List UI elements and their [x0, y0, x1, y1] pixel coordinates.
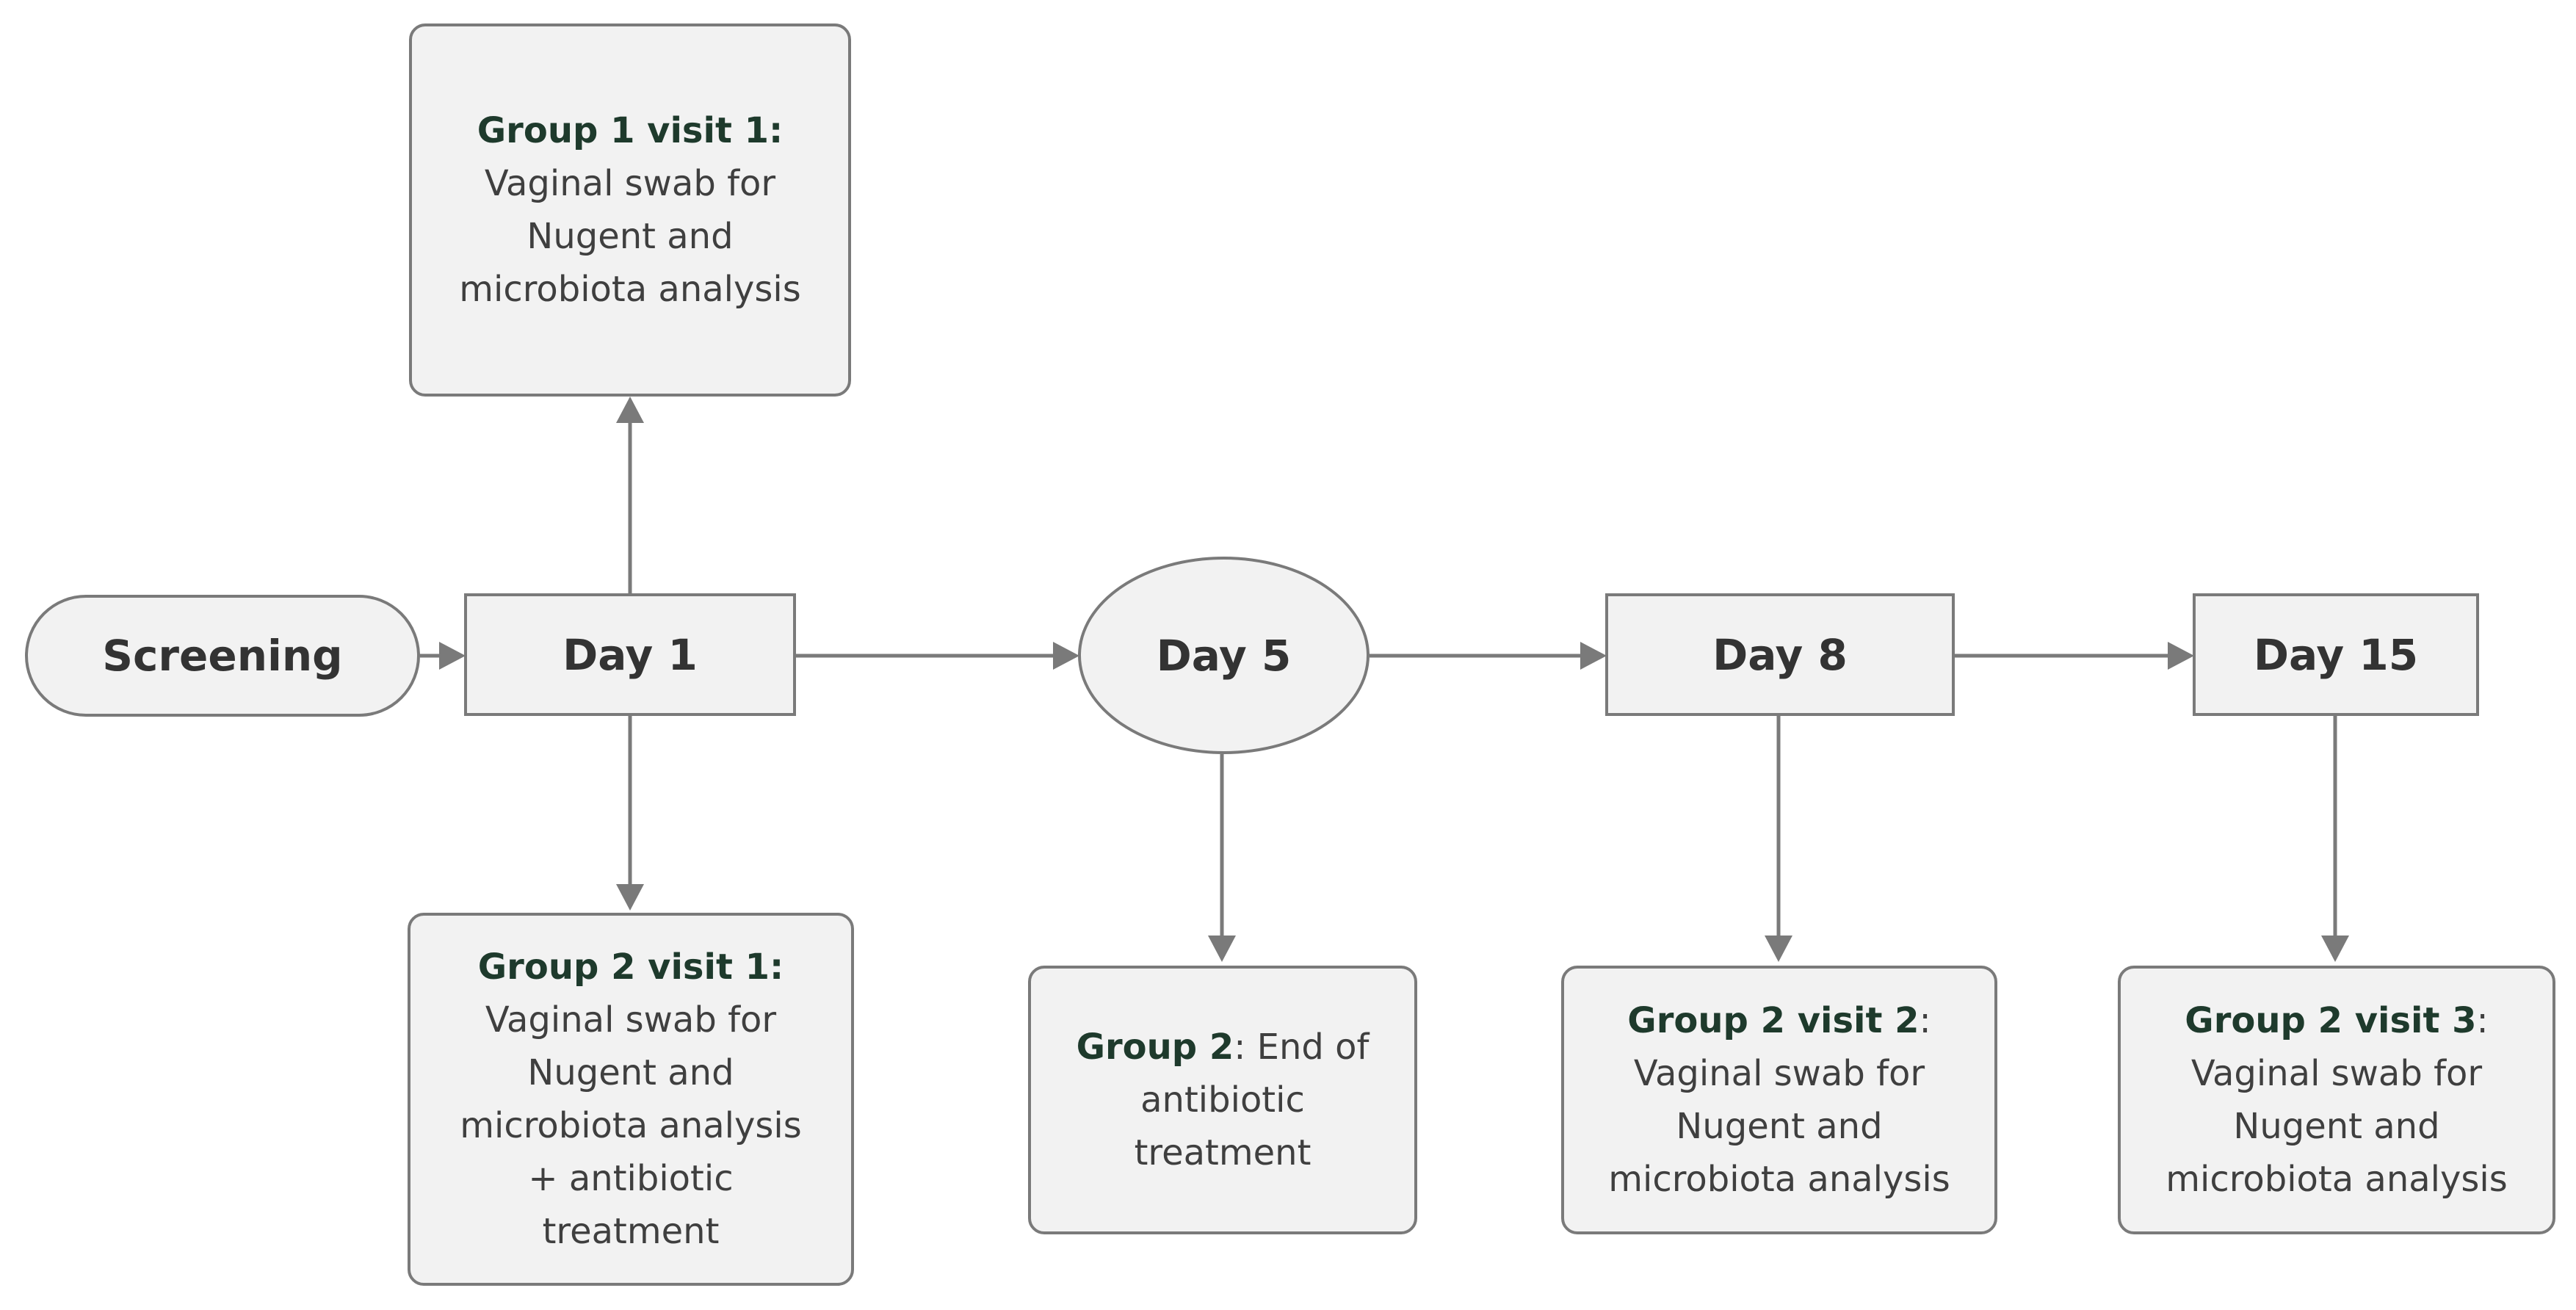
- note-group2-visit3-line: Vaginal swab for: [2190, 1053, 2483, 1094]
- note-group2-visit2: Group 2 visit 2: Vaginal swab for Nugent…: [1561, 966, 1997, 1234]
- note-group1-visit1-heading: Group 1 visit 1:: [477, 110, 784, 151]
- node-day-5: Day 5: [1078, 557, 1370, 754]
- node-day-8-label: Day 8: [1712, 629, 1848, 680]
- note-group2-end-line: antibiotic: [1140, 1079, 1305, 1121]
- note-group2-visit1-line: + antibiotic: [528, 1158, 734, 1199]
- note-group1-visit1-line: Nugent and: [527, 216, 734, 257]
- note-group2-end-of-treatment: Group 2: End of antibiotic treatment: [1028, 966, 1417, 1234]
- arrowhead-day8: [1580, 642, 1607, 670]
- note-group2-visit2-line: microbiota analysis: [1608, 1159, 1950, 1200]
- arrowhead-group2-visit2: [1765, 936, 1792, 962]
- node-screening: Screening: [25, 595, 420, 717]
- node-day-15-label: Day 15: [2253, 629, 2419, 680]
- arrowhead-group2-end: [1208, 936, 1236, 962]
- note-group2-visit3-line: Nugent and: [2233, 1106, 2440, 1147]
- note-group2-end-heading: Group 2: [1076, 1027, 1234, 1068]
- note-group2-visit3: Group 2 visit 3: Vaginal swab for Nugent…: [2118, 966, 2555, 1234]
- note-group2-visit2-heading: Group 2 visit 2: [1627, 1000, 1920, 1041]
- note-group2-end-line: treatment: [1134, 1132, 1311, 1173]
- node-screening-label: Screening: [102, 631, 343, 681]
- note-group2-visit3-heading-suffix: :: [2476, 1000, 2489, 1041]
- note-group2-visit1-line: Nugent and: [527, 1052, 734, 1093]
- note-group2-end-heading-suffix: : End of: [1234, 1027, 1370, 1068]
- arrowhead-group1-visit1: [616, 397, 644, 423]
- node-day-1: Day 1: [464, 593, 796, 716]
- note-group2-visit1-line: Vaginal swab for: [485, 999, 777, 1041]
- note-group2-visit3-line: microbiota analysis: [2166, 1159, 2508, 1200]
- arrowhead-day1: [439, 642, 466, 670]
- note-group2-visit2-line: Vaginal swab for: [1633, 1053, 1925, 1094]
- note-group2-visit1: Group 2 visit 1: Vaginal swab for Nugent…: [408, 913, 854, 1286]
- note-group2-visit3-heading: Group 2 visit 3: [2185, 1000, 2477, 1041]
- note-group2-visit2-line: Nugent and: [1676, 1106, 1883, 1147]
- node-day-5-label: Day 5: [1156, 630, 1292, 681]
- arrowhead-group2-visit3: [2321, 936, 2349, 962]
- arrowhead-day5: [1053, 642, 1079, 670]
- note-group2-visit1-line: microbiota analysis: [460, 1105, 802, 1146]
- node-day-15: Day 15: [2193, 593, 2479, 716]
- arrowhead-day15: [2168, 642, 2194, 670]
- note-group2-visit2-heading-suffix: :: [1919, 1000, 1931, 1041]
- note-group1-visit1-line: microbiota analysis: [459, 269, 801, 310]
- node-day-1-label: Day 1: [562, 629, 698, 680]
- note-group1-visit1-line: Vaginal swab for: [484, 163, 776, 204]
- arrowhead-group2-visit1: [616, 884, 644, 911]
- note-group2-visit1-line: treatment: [542, 1211, 720, 1252]
- node-day-8: Day 8: [1605, 593, 1955, 716]
- note-group1-visit1: Group 1 visit 1: Vaginal swab for Nugent…: [409, 23, 851, 397]
- note-group2-visit1-heading: Group 2 visit 1:: [477, 947, 784, 988]
